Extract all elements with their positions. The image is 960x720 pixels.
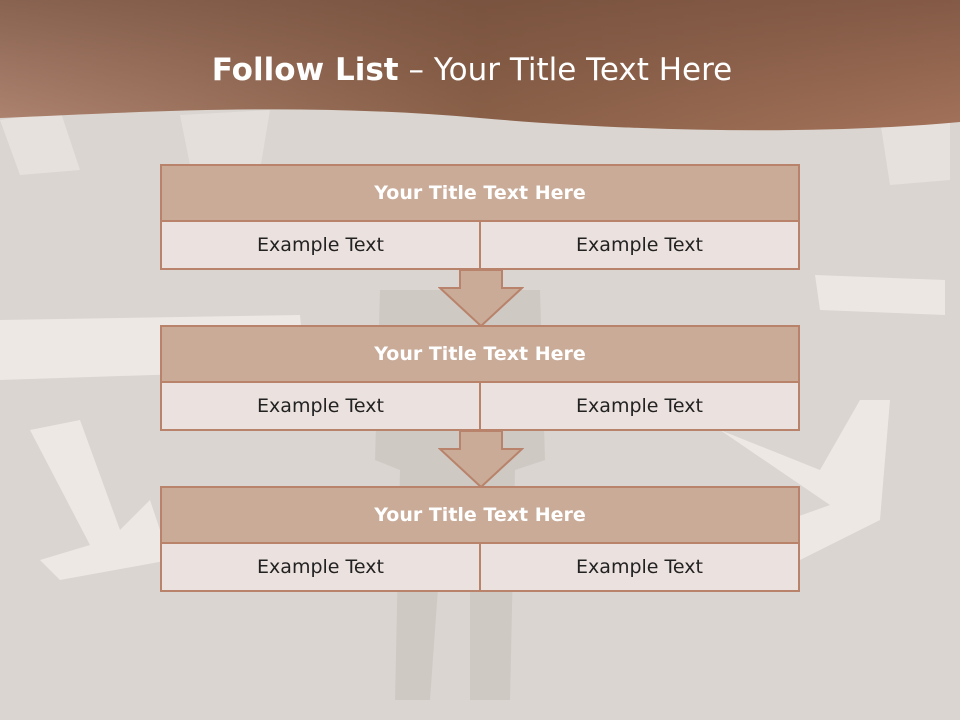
list-cell-right: Example Text [479,383,798,429]
list-table-body: Example Text Example Text [162,222,798,268]
list-table-2: Your Title Text Here Example Text Exampl… [160,325,800,431]
title-rest: – Your Title Text Here [398,52,733,88]
title-bold: Follow List [211,52,399,88]
list-table-1: Your Title Text Here Example Text Exampl… [160,164,800,270]
list-cell-left: Example Text [257,556,384,578]
down-arrow-icon [438,430,524,489]
list-table-body: Example Text Example Text [162,383,798,429]
list-cell-right: Example Text [479,222,798,268]
list-table-body: Example Text Example Text [162,544,798,590]
slide-title: Follow List – Your Title Text Here [0,52,944,88]
list-cell-left: Example Text [257,234,384,256]
list-table-title: Your Title Text Here [162,166,798,222]
list-table-title: Your Title Text Here [162,488,798,544]
list-cell-right: Example Text [479,544,798,590]
list-table-title: Your Title Text Here [162,327,798,383]
down-arrow-icon [438,269,524,328]
list-table-3: Your Title Text Here Example Text Exampl… [160,486,800,592]
list-cell-left: Example Text [257,395,384,417]
